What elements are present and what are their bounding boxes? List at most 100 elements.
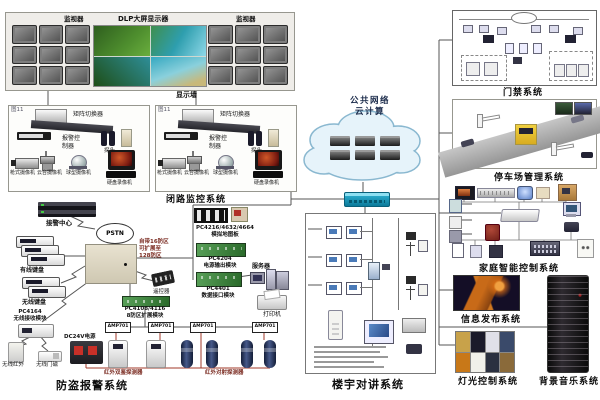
wireless-keypad — [28, 286, 66, 298]
wireless-ir-label: 无线红外 — [2, 362, 25, 368]
dual-tech-detector — [108, 340, 128, 368]
monitor-right-label: 监视器 — [236, 15, 256, 23]
light-photo — [456, 352, 470, 372]
lighting-title: 灯光控制系统 — [458, 377, 519, 387]
stub-line — [360, 259, 372, 260]
dvr-unit — [106, 171, 136, 178]
light-photo — [500, 352, 514, 372]
monitor-cell — [235, 25, 261, 44]
amp701-module: AMP701 — [105, 322, 131, 333]
monitor-cell — [65, 25, 90, 44]
beam-detector — [181, 340, 193, 368]
access-device — [578, 64, 589, 77]
printer-label: 打印机 — [263, 311, 282, 318]
server-tower — [266, 269, 276, 290]
access-controller — [513, 57, 522, 64]
light-photo — [485, 352, 500, 372]
home-sensor — [449, 230, 462, 243]
management-monitor — [364, 320, 394, 344]
stub-line — [360, 287, 372, 288]
ptz-base — [189, 163, 200, 171]
monitor-cell — [208, 25, 234, 44]
dvr-label: 硬盘录像机 — [107, 180, 133, 186]
power-module-label: PC4204 电源输出模块 — [203, 256, 237, 269]
dashed-zone — [461, 55, 507, 81]
home-hub — [500, 209, 540, 222]
probe-icon — [121, 129, 132, 147]
cloud-server — [330, 136, 350, 146]
alarm-title: 防盗报警系统 — [56, 379, 128, 392]
amp701-module: AMP701 — [148, 322, 174, 333]
lobby-remote — [382, 264, 390, 270]
text-bar — [308, 228, 322, 230]
light-photo — [456, 332, 470, 352]
control-keyboard — [164, 132, 198, 140]
access-device — [566, 64, 577, 77]
probe-icon — [109, 131, 115, 146]
cloud-server — [380, 136, 400, 146]
monitor-cell — [65, 45, 90, 65]
indoor-unit — [326, 226, 342, 239]
home-lamp — [517, 186, 533, 200]
data-module-label: PC4401 数据接口模块 — [201, 286, 235, 299]
ptz-mount — [192, 151, 194, 160]
beam-detector-label: 红外对射探测器 — [205, 370, 244, 376]
alarm-receive-center-rack — [38, 202, 96, 217]
monitor-cell — [235, 45, 261, 65]
home-computer-base — [566, 214, 576, 217]
parking-panel — [438, 99, 600, 178]
access-device — [533, 43, 542, 54]
matrix-switcher-label: 矩阵切换器 — [220, 111, 251, 118]
monitor-screen — [258, 152, 279, 166]
network-switch — [344, 192, 390, 207]
dual-tech-detector — [146, 340, 166, 368]
probe-icon — [101, 131, 107, 146]
dlp-screen-quadrant — [150, 26, 206, 56]
monitor-cell — [262, 66, 288, 85]
beam-detector — [241, 340, 253, 368]
switch-ports — [349, 200, 385, 203]
monitor-cell — [262, 25, 288, 44]
monitor-cell — [12, 25, 37, 44]
dome-base — [69, 166, 87, 169]
control-keyboard — [17, 132, 51, 140]
access-title: 门禁系统 — [503, 88, 544, 98]
gate-arm — [481, 114, 501, 122]
camera-lens — [158, 160, 163, 166]
cctv-monitor — [108, 150, 135, 170]
probe-icon — [248, 131, 254, 146]
pc4401-board — [196, 272, 242, 287]
dome-base — [216, 166, 234, 169]
dome-camera-label: 球型摄像机 — [66, 170, 92, 176]
indoor-unit — [346, 282, 362, 295]
text-bar — [314, 356, 388, 358]
cctv-panel-2: 图11 矩阵切换器 报警控 制器 探头 枪式摄像机 云台摄像机 球型摄像机 硬盘… — [155, 105, 297, 192]
host-note: 自带16防区 可扩展至 128防区 — [139, 239, 169, 259]
monitor-cell — [262, 45, 288, 65]
access-device — [531, 25, 541, 33]
intercom-title: 楼宇对讲系统 — [332, 378, 404, 391]
dlp-screen-quadrant — [94, 56, 150, 86]
monitor-cell — [12, 45, 37, 65]
intercom-panel — [305, 213, 436, 374]
dvr-label: 硬盘录像机 — [254, 180, 280, 186]
wireless-keypad-label: 无线键盘 — [22, 299, 47, 306]
guard-unit — [328, 310, 343, 340]
info-publishing-image — [453, 275, 520, 311]
rack-led — [41, 204, 44, 206]
home-vent — [477, 188, 515, 198]
car-icon — [581, 152, 593, 158]
probe-icon — [256, 131, 262, 146]
home-phone — [564, 222, 579, 232]
map-board-card — [231, 207, 248, 222]
beam-detector — [206, 340, 218, 368]
receive-center-label: 接警中心 — [46, 219, 72, 227]
light-photo — [470, 332, 485, 352]
dashed-zone — [549, 51, 593, 81]
access-device — [466, 62, 480, 76]
riser-line — [398, 218, 399, 310]
music-rack — [547, 275, 589, 373]
indoor-unit — [326, 282, 342, 295]
text-bar — [314, 346, 386, 348]
light-photo — [500, 332, 514, 352]
